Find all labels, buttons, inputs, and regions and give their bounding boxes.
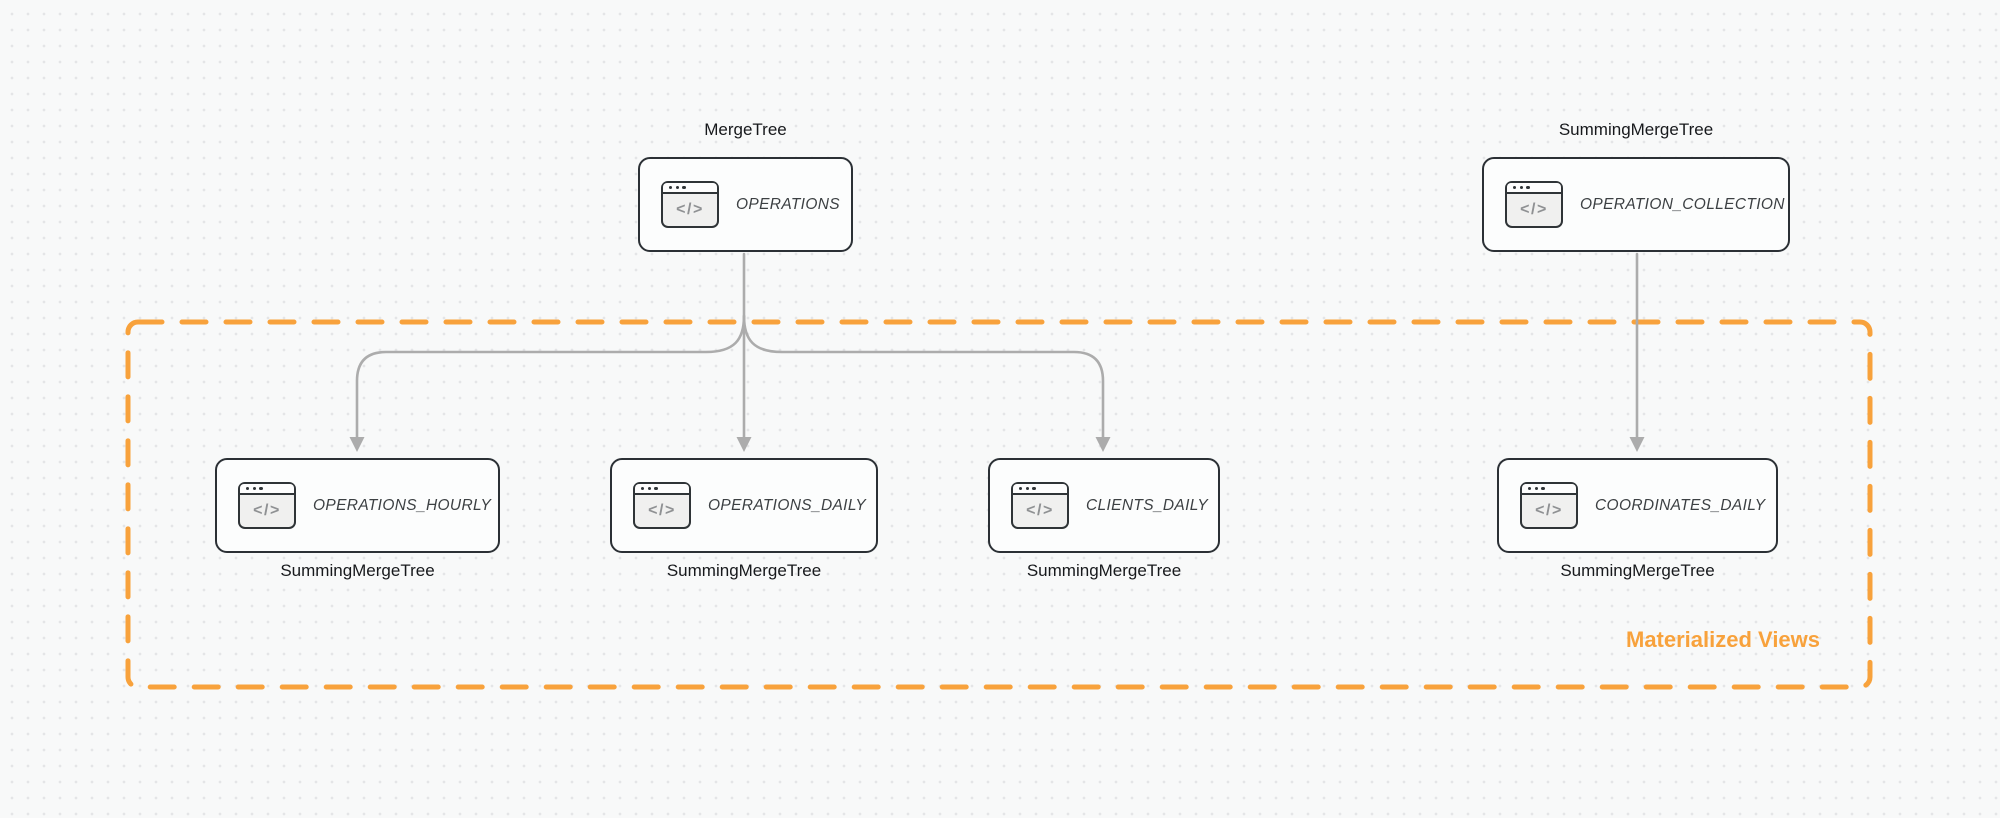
edge-operations-to-clients-daily[interactable] bbox=[742, 314, 1105, 439]
node-operations[interactable]: </> OPERATIONS bbox=[638, 157, 853, 252]
arrowhead-clients-daily bbox=[1095, 437, 1111, 452]
node-title: CLIENTS_DAILY bbox=[1086, 496, 1209, 514]
node-operation-collection[interactable]: </> OPERATION_COLLECTION bbox=[1482, 157, 1790, 252]
code-window-icon: </> bbox=[1011, 482, 1069, 529]
code-window-icon: </> bbox=[238, 482, 296, 529]
code-window-icon: </> bbox=[1505, 181, 1563, 228]
engine-label-clients-daily: SummingMergeTree bbox=[1026, 561, 1182, 580]
engine-label-operations-daily: SummingMergeTree bbox=[666, 561, 822, 580]
code-glyph: </> bbox=[1535, 502, 1563, 519]
code-glyph: </> bbox=[648, 502, 676, 519]
node-coordinates-daily[interactable]: </> COORDINATES_DAILY bbox=[1497, 458, 1778, 553]
materialized-views-label[interactable]: Materialized Views bbox=[1626, 627, 1821, 652]
window-dots-icon bbox=[1522, 484, 1576, 495]
window-dots-icon bbox=[663, 183, 717, 194]
node-title: OPERATIONS_DAILY bbox=[708, 496, 867, 514]
code-glyph: </> bbox=[1026, 502, 1054, 519]
engine-label-summingmergetree-top: SummingMergeTree bbox=[1558, 120, 1714, 139]
code-glyph: </> bbox=[1520, 201, 1548, 218]
engine-label-coordinates-daily: SummingMergeTree bbox=[1560, 561, 1715, 580]
arrowhead-operations-hourly bbox=[349, 437, 365, 452]
node-clients-daily[interactable]: </> CLIENTS_DAILY bbox=[988, 458, 1220, 553]
node-operations-hourly[interactable]: </> OPERATIONS_HOURLY bbox=[215, 458, 500, 553]
code-glyph: </> bbox=[253, 502, 281, 519]
window-dots-icon bbox=[240, 484, 294, 495]
code-window-icon: </> bbox=[1520, 482, 1578, 529]
node-title: COORDINATES_DAILY bbox=[1595, 496, 1766, 514]
engine-label-mergetree: MergeTree bbox=[704, 120, 787, 139]
window-dots-icon bbox=[635, 484, 689, 495]
arrowhead-coordinates-daily bbox=[1629, 437, 1645, 452]
node-title: OPERATION_COLLECTION bbox=[1580, 195, 1785, 213]
window-dots-icon bbox=[1013, 484, 1067, 495]
engine-label-operations-hourly: SummingMergeTree bbox=[280, 561, 435, 580]
code-window-icon: </> bbox=[633, 482, 691, 529]
node-operations-daily[interactable]: </> OPERATIONS_DAILY bbox=[610, 458, 878, 553]
code-window-icon: </> bbox=[661, 181, 719, 228]
arrowhead-operations-daily bbox=[736, 437, 752, 452]
node-title: OPERATIONS bbox=[736, 195, 840, 213]
edge-operations-to-operations-hourly[interactable] bbox=[355, 314, 746, 439]
node-title: OPERATIONS_HOURLY bbox=[313, 496, 492, 514]
window-dots-icon bbox=[1507, 183, 1561, 194]
code-glyph: </> bbox=[676, 201, 704, 218]
